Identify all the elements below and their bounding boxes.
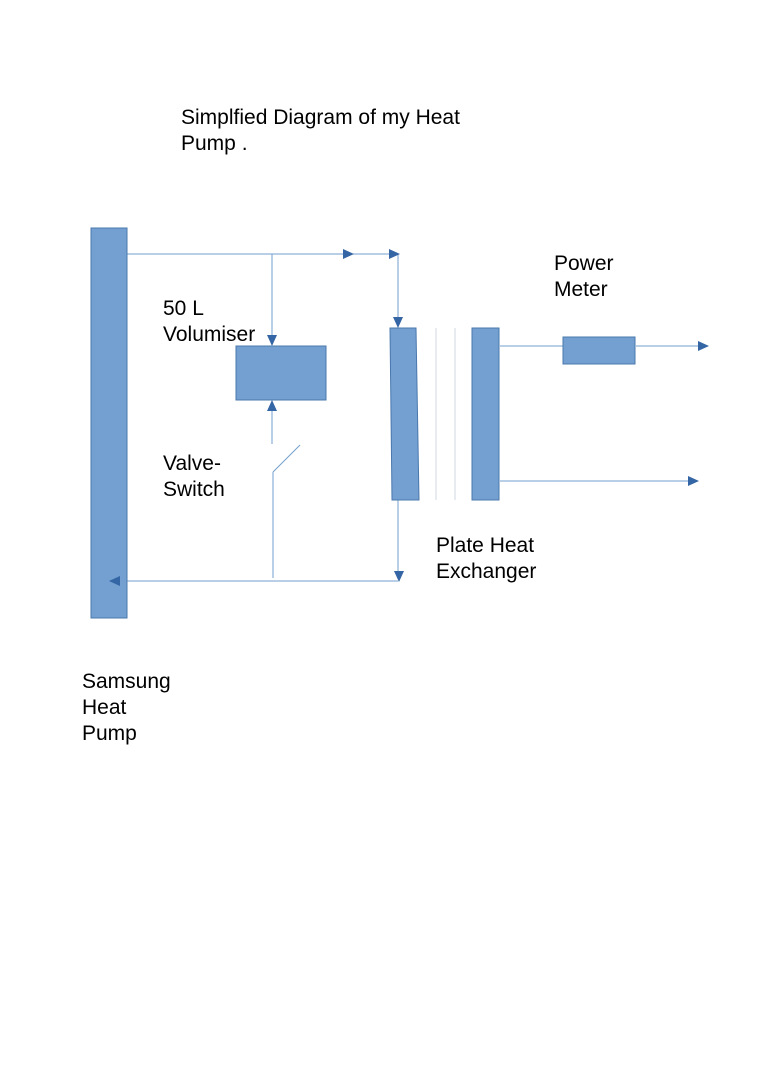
arrow-down-icon [393, 317, 403, 328]
arrow-up-icon [267, 400, 277, 411]
volumiser-block [235, 345, 327, 401]
power-meter-block [562, 336, 636, 365]
components [90, 227, 636, 619]
arrow-right-icon [389, 249, 400, 259]
diagram-title: Simplfied Diagram of my Heat Pump . [181, 106, 460, 155]
arrow-down-icon [267, 335, 277, 346]
power-meter-label: Power Meter [554, 252, 614, 301]
arrow-right-icon [688, 476, 699, 486]
exchanger-plate-lines [435, 328, 456, 500]
heat-pump-block [90, 227, 128, 619]
plate-heat-exchanger-label: Plate Heat Exchanger [436, 534, 537, 583]
arrow-left-icon [109, 576, 120, 586]
valve-switch-lever [272, 444, 301, 473]
arrow-right-icon [698, 341, 709, 351]
exchanger-primary-plate [389, 327, 420, 501]
arrow-right-icon [343, 249, 354, 259]
arrow-down-icon [394, 571, 404, 582]
volumiser-label: 50 L Volumiser [163, 297, 256, 346]
exchanger-secondary-plate [471, 327, 500, 501]
heat-pump-label: Samsung Heat Pump [82, 670, 171, 745]
valve-switch-label: Valve- Switch [163, 452, 225, 501]
arrowheads [109, 249, 709, 586]
